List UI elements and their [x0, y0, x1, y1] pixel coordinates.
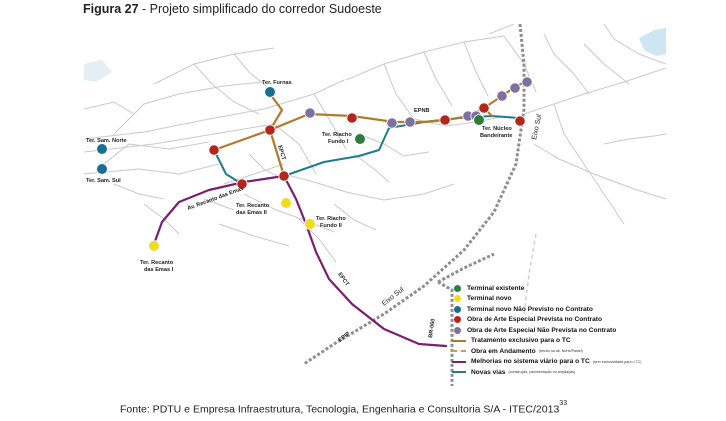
obra-nao-prevista-node: [304, 107, 316, 119]
obra-node: [278, 170, 290, 182]
label-epct-lower: EPCT: [336, 272, 350, 288]
obra-node: [346, 112, 358, 124]
terminal-nodes: [96, 86, 485, 252]
legend-label: Terminal novo: [467, 295, 512, 303]
highway-junction: [437, 252, 495, 284]
obra-node: [478, 102, 490, 114]
obra-node: [208, 144, 220, 156]
source-text: Fonte: PDTU e Empresa Infraestrutura, Te…: [120, 403, 560, 416]
legend-item: Obra de Arte Especial Prevista no Contra…: [452, 315, 657, 326]
terminal-sam-norte: [96, 143, 108, 155]
legend-note: (trecho na ab. Norte/Pastel): [538, 349, 583, 354]
obra-nao-prevista-node: [521, 76, 533, 88]
obra-node: [264, 124, 276, 136]
legend-item: Obra de Arte Especial Não Prevista no Co…: [452, 325, 657, 336]
obra-nao-prevista-node: [496, 90, 508, 102]
label-br060: BR-060: [428, 318, 437, 338]
legend-label: Tratamento exclusivo para o TC: [471, 337, 571, 345]
terminal-nucleo-bandeirante: [473, 114, 485, 126]
route-teal-west: [213, 149, 243, 185]
lake-area: [639, 28, 666, 56]
label-epip: EPIP: [338, 331, 352, 344]
legend-item: Terminal novo Não Previsto no Contrato: [452, 304, 657, 315]
label-ter-sam-sul: Ter. Sam. Sul: [86, 178, 121, 184]
terminal-sam-sul: [96, 163, 108, 175]
corridor-map: Ter. Furnas Ter. Sam. Norte Ter. Sam. Su…: [84, 24, 666, 386]
legend-item: Novas vias(construção, pavimentação ou a…: [452, 367, 657, 378]
legend-label: Terminal existente: [467, 284, 525, 292]
legend-line-icon: [452, 371, 466, 374]
legend-line-icon: [452, 350, 466, 353]
legend-dot-icon: [454, 295, 461, 303]
street-network: [84, 24, 666, 263]
route-av-recanto: [152, 174, 286, 246]
legend-label: Obra em Andamento: [471, 347, 536, 355]
legend-note: (sem exclusividade para o TC): [592, 359, 642, 364]
legend-label: Obra de Arte Especial Prevista no Contra…: [467, 316, 602, 324]
corridor-routes: [152, 80, 528, 348]
route-epct-south: [282, 174, 448, 348]
obra-node: [236, 178, 248, 190]
legend-item: Tratamento exclusivo para o TC: [452, 336, 657, 347]
obra-nao-prevista-node: [404, 116, 416, 128]
br060-highway: [437, 280, 454, 386]
legend-line-icon: [452, 360, 466, 363]
label-ter-recanto-1b: das Emas I: [144, 267, 174, 273]
label-ter-nucleo-a: Ter. Núcleo: [482, 126, 512, 132]
terminal-furnas: [264, 86, 276, 98]
terminal-riacho-fundo-2: [304, 218, 316, 230]
legend-note: (construção, pavimentação ou ampliação): [508, 370, 576, 375]
label-epnb: EPNB: [414, 108, 430, 114]
obra-node: [514, 115, 526, 127]
obra-nao-prevista-node: [509, 82, 521, 94]
figure-source: Fonte: PDTU e Empresa Infraestrutura, Te…: [120, 400, 568, 416]
figure-title: - Projeto simplificado do corredor Sudoe…: [138, 2, 382, 16]
label-ter-nucleo-b: Bandeirante: [480, 133, 512, 139]
source-ref: 33: [559, 400, 568, 407]
legend-label: Terminal novo Não Previsto no Contrato: [467, 305, 593, 313]
obra-nao-prevista-node: [386, 117, 398, 129]
legend-dot-icon: [454, 326, 461, 334]
figure-caption: Figura 27 - Projeto simplificado do corr…: [83, 2, 382, 16]
legend-dot-icon: [454, 316, 461, 324]
label-ter-riacho-1b: Fundo I: [328, 139, 349, 145]
route-brown-west: [212, 128, 272, 152]
map-canvas: Ter. Furnas Ter. Sam. Norte Ter. Sam. Su…: [84, 24, 666, 386]
terminal-recanto-1: [148, 240, 160, 252]
legend-item: Obra em Andamento(trecho na ab. Norte/Pa…: [452, 346, 657, 357]
legend-line-icon: [452, 339, 466, 342]
terminal-riacho-fundo-1: [354, 133, 366, 145]
label-ter-riacho-2b: Fundo II: [320, 223, 342, 229]
terminal-recanto-2: [280, 197, 292, 209]
legend-item: Melhorias no sistema viário para o TC(se…: [452, 357, 657, 368]
label-eixo-sul-lower: Eixo Sul: [381, 286, 406, 308]
route-teal-east: [283, 115, 520, 177]
label-ter-furnas: Ter. Furnas: [262, 80, 292, 86]
legend-label: Obra de Arte Especial Não Prevista no Co…: [467, 326, 617, 334]
legend-dot-icon: [454, 284, 461, 292]
figure-number: Figura 27: [83, 2, 139, 16]
label-ter-sam-norte: Ter. Sam. Norte: [86, 138, 127, 144]
obra-node: [439, 114, 451, 126]
legend-label: Melhorias no sistema viário para o TC: [471, 358, 590, 366]
legend-item: Terminal novo: [452, 294, 657, 305]
label-ter-riacho-2a: Ter. Riacho: [316, 216, 346, 222]
label-ter-recanto-2a: Ter. Recanto: [236, 203, 270, 209]
legend-dot-icon: [454, 305, 461, 313]
route-epct-north: [268, 92, 286, 178]
label-ter-riacho-1a: Ter. Riacho: [322, 132, 352, 138]
label-ter-recanto-2b: das Emas II: [236, 210, 267, 216]
label-ter-recanto-1a: Ter. Recanto: [140, 260, 174, 266]
label-epct-upper: EPCT: [276, 145, 286, 162]
label-eixo-sul-upper: Eixo Sul: [531, 113, 543, 140]
legend-item: Terminal existente: [452, 283, 657, 294]
water-area-west: [84, 60, 112, 82]
legend-label: Novas vias: [471, 368, 506, 376]
